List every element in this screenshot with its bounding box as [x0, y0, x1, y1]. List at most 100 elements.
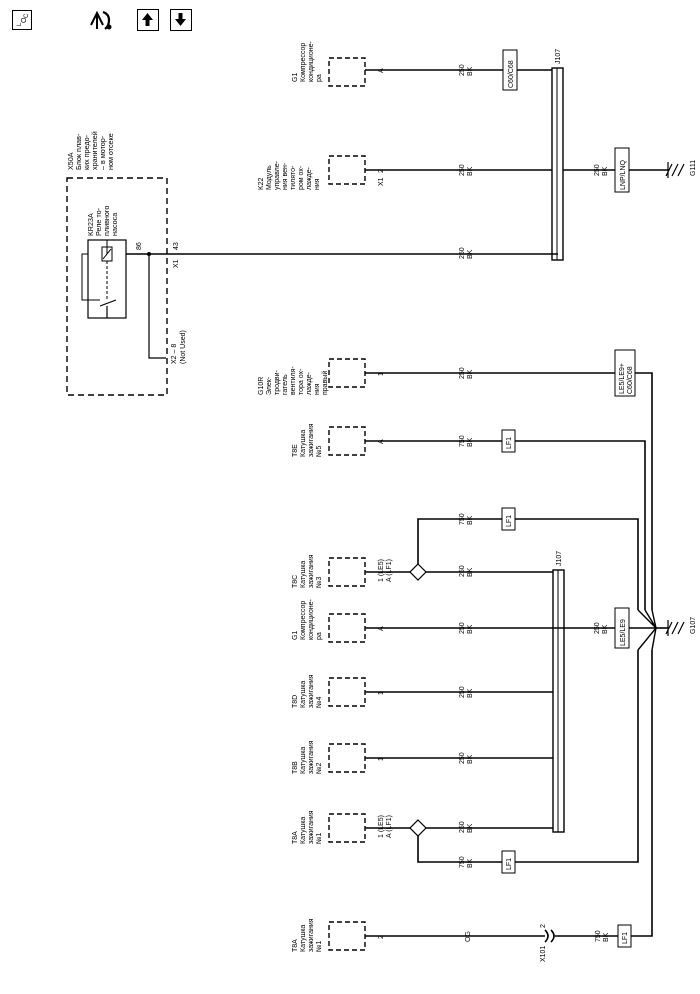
wire-bk-label: BK: [467, 823, 474, 833]
k22-line-2: управле-: [274, 160, 281, 190]
relay-pin-43: 43: [173, 242, 180, 250]
wire-bk-label: BK: [467, 249, 474, 259]
component-k22: K22 Модуль управле- ния вен- тилято- ром…: [258, 147, 697, 193]
component-g10r: G10R Элек- тродви- гатель вентиля- тора …: [258, 349, 653, 610]
wire-250-label: 250: [459, 64, 466, 76]
wire-250-label: 250: [594, 164, 601, 176]
t8a-bottom-line-3: №1: [316, 940, 323, 952]
relay-line-1: Реле то-: [94, 207, 103, 236]
relay-kr23a: KR23A Реле то- пливного насоса 86 43 X1 …: [81, 206, 558, 364]
wire-250-label: 250: [594, 622, 601, 634]
g10r-line-7: ния: [314, 383, 321, 395]
option-le5le9-plus: LE5/LE9+: [619, 363, 626, 394]
wire-bk-label: BK: [467, 437, 474, 447]
g10r-line-1: Элек-: [266, 376, 273, 395]
fuse-relay-icon[interactable]: [88, 8, 116, 32]
relay-box-id: X50A: [66, 152, 75, 170]
wire-og-label: OG: [465, 931, 472, 942]
g1-lower-line-3: ра: [316, 632, 323, 640]
relay-box-line-2: ких предо-: [82, 134, 91, 170]
location-button[interactable]: L O C: [12, 10, 32, 30]
t8b-id: T8B: [292, 761, 299, 774]
t8b-line-2: зажигания: [308, 740, 315, 774]
wire-bk-label: BK: [467, 166, 474, 176]
option-lf1: LF1: [622, 932, 629, 944]
component-t8e: T8E Катушка зажигания №5 A 750 BK LF1: [292, 423, 646, 610]
t8a-bottom-id: T8A: [292, 939, 299, 952]
wire-bk-label: BK: [602, 166, 609, 176]
t8a-pin-2: A (LF1): [386, 815, 393, 838]
g10r-pin: 1: [378, 372, 385, 376]
t8d-id: T8D: [292, 695, 299, 708]
option-c60c68-2: C60/C68: [627, 366, 634, 394]
option-lnplnq: LNP/LNQ: [620, 159, 627, 190]
t8b-line-3: №2: [316, 762, 323, 774]
wire-bk-label: BK: [467, 66, 474, 76]
j107-upper-label: J107: [555, 49, 562, 64]
t8a-bottom-pin: 2: [378, 935, 385, 939]
location-icon-pre: L: [17, 22, 23, 26]
relay-line-3: насоса: [110, 213, 119, 236]
relay-id: KR23A: [86, 213, 95, 236]
t8a-bottom-line-2: зажигания: [308, 918, 315, 952]
t8c-line-2: зажигания: [308, 554, 315, 588]
component-g1-lower: G1 Компрессор кондиционе- ра A 250 BK 25…: [292, 599, 630, 649]
t8d-pin: 1: [378, 691, 385, 695]
t8c-pin-2: A (LF1): [386, 559, 393, 582]
component-t8a-bottom: T8A Катушка зажигания №1 2 OG X101 2 750…: [292, 650, 653, 962]
arrow-down-icon: [175, 13, 186, 26]
relay-line-2: пливного: [102, 206, 111, 236]
t8a-pin-1: 1 (LE5): [378, 815, 385, 838]
t8a-line-1: Катушка: [300, 817, 307, 844]
component-t8b: T8B Катушка зажигания №2 1 250 BK: [292, 740, 553, 774]
option-lf1: LF1: [506, 858, 513, 870]
g1-lower-line-1: Компрессор: [300, 601, 307, 640]
t8e-line-2: зажигания: [308, 423, 315, 457]
relay-box-line-1: Блок плав-: [74, 133, 83, 170]
wire-750-label: 750: [459, 513, 466, 525]
g10r-line-2: тродви-: [274, 369, 281, 395]
wire-250-label: 250: [459, 686, 466, 698]
g10r-line-6: лажде-: [306, 371, 313, 395]
t8c-id: T8C: [292, 575, 299, 588]
option-lf1: LF1: [506, 515, 513, 527]
splice-j107-upper: J107: [551, 49, 564, 261]
relay-wire-labels: 250 BK: [459, 247, 474, 259]
wire-250-label: 250: [459, 367, 466, 379]
t8a-bottom-line-1: Катушка: [300, 925, 307, 952]
t8b-line-1: Катушка: [300, 747, 307, 774]
t8e-pin: A: [378, 439, 385, 444]
t8c-line-1: Катушка: [300, 561, 307, 588]
k22-pin: 2: [378, 169, 385, 173]
wire-bk-label: BK: [467, 567, 474, 577]
arrow-up-button[interactable]: [137, 9, 159, 31]
wire-250-label: 250: [459, 247, 466, 259]
g10r-line-4: вентиля-: [290, 366, 297, 395]
relay-not-used: (Not Used): [180, 330, 187, 364]
t8c-line-3: №3: [316, 576, 323, 588]
wire-750-label: 750: [459, 435, 466, 447]
t8a-id: T8A: [292, 831, 299, 844]
relay-box-x50a: X50A Блок плав- ких предо- хранителей – …: [66, 131, 168, 396]
t8d-line-2: зажигания: [308, 674, 315, 708]
g10r-line-3: гатель: [282, 374, 289, 395]
connector-x101-pin: 2: [540, 924, 547, 928]
j107-lower-label: J107: [556, 551, 563, 566]
wire-bk-label: BK: [467, 369, 474, 379]
relay-conn-x1: X1: [173, 259, 180, 268]
wire-bk-label: BK: [603, 932, 610, 942]
wire-250-label: 250: [459, 622, 466, 634]
wire-250-label: 250: [459, 164, 466, 176]
k22-line-3: ния вен-: [282, 162, 289, 190]
wire-250-label: 250: [459, 821, 466, 833]
t8e-line-3: №5: [316, 445, 323, 457]
option-c60c68: C60/C68: [508, 60, 515, 88]
wire-bk-label: BK: [467, 624, 474, 634]
arrow-up-icon: [142, 13, 153, 26]
g1-lower-line-2: кондиционе-: [308, 599, 315, 640]
option-le5le9: LE5/LE9: [620, 619, 627, 646]
arrow-down-button[interactable]: [170, 9, 192, 31]
ground-g111-label: G111: [690, 160, 697, 176]
g1-lower-id: G1: [292, 631, 299, 640]
